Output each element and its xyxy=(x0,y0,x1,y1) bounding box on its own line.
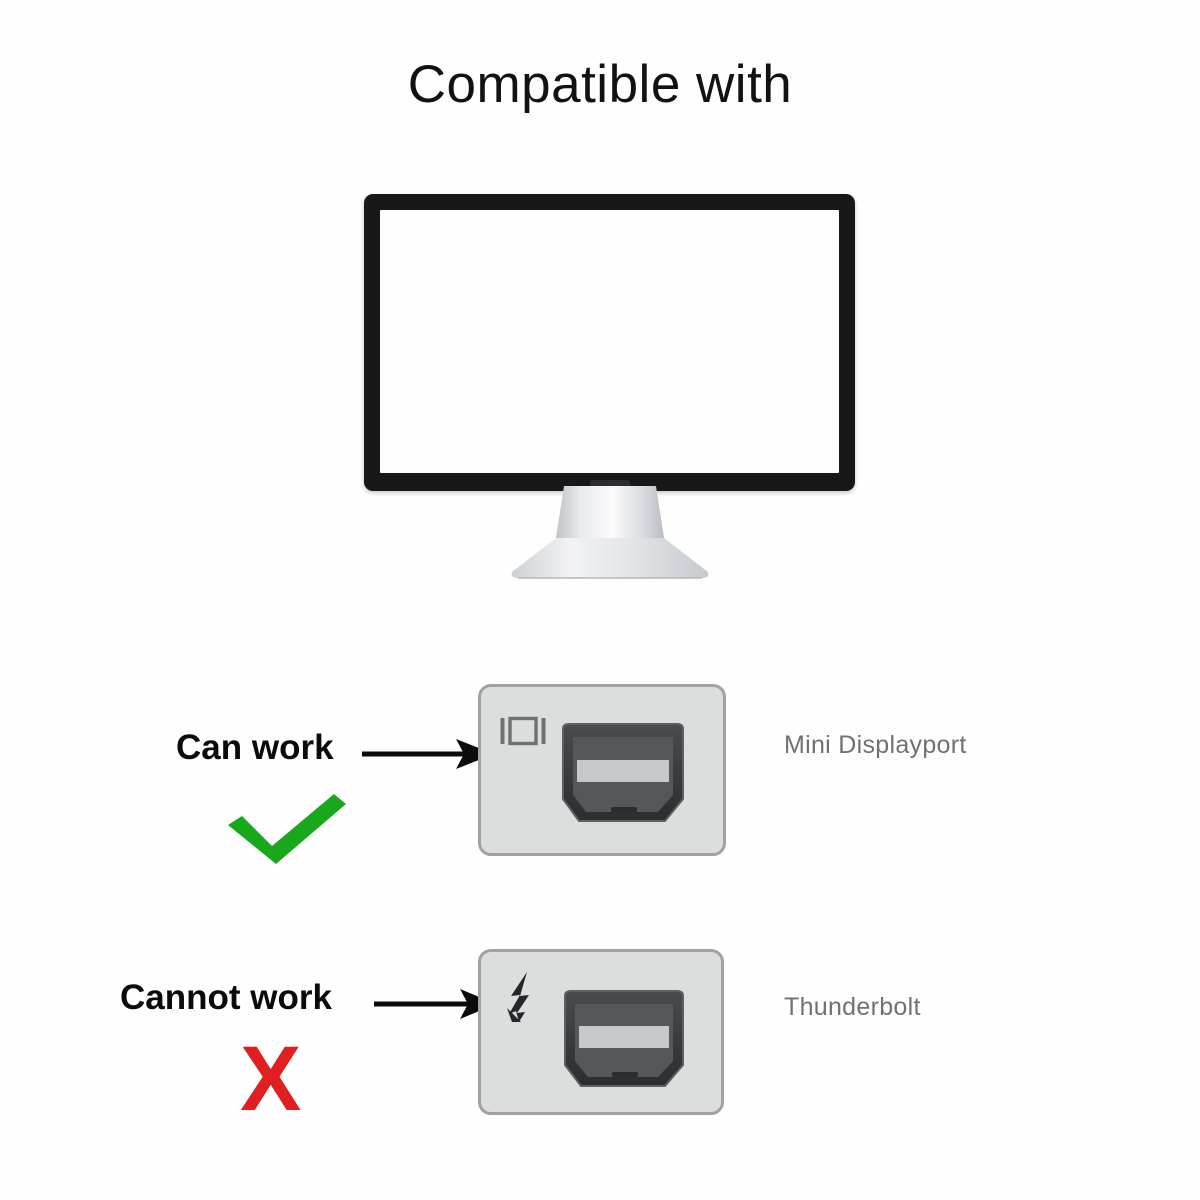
monitor-screen xyxy=(380,210,839,473)
displayport-icon xyxy=(500,716,546,746)
monitor-stand xyxy=(511,486,709,579)
page-title: Compatible with xyxy=(407,55,793,114)
monitor-bezel xyxy=(364,194,855,491)
green-check-icon xyxy=(228,794,346,864)
red-x-icon: X xyxy=(240,1028,302,1130)
thunderbolt-panel xyxy=(478,949,724,1115)
verdict-cannot-work: Cannot work xyxy=(120,978,332,1017)
arrow-right-icon xyxy=(362,739,494,769)
mini-displayport-panel xyxy=(478,684,726,856)
verdict-can-work: Can work xyxy=(176,728,334,767)
thunderbolt-connector xyxy=(564,990,684,1087)
mini-displayport-connector xyxy=(562,723,684,822)
monitor-notch xyxy=(589,480,630,489)
thunderbolt-label: Thunderbolt xyxy=(784,993,921,1021)
computer-monitor xyxy=(360,190,860,580)
thunderbolt-icon xyxy=(507,972,529,1022)
mini-displayport-label: Mini Displayport xyxy=(784,731,967,759)
